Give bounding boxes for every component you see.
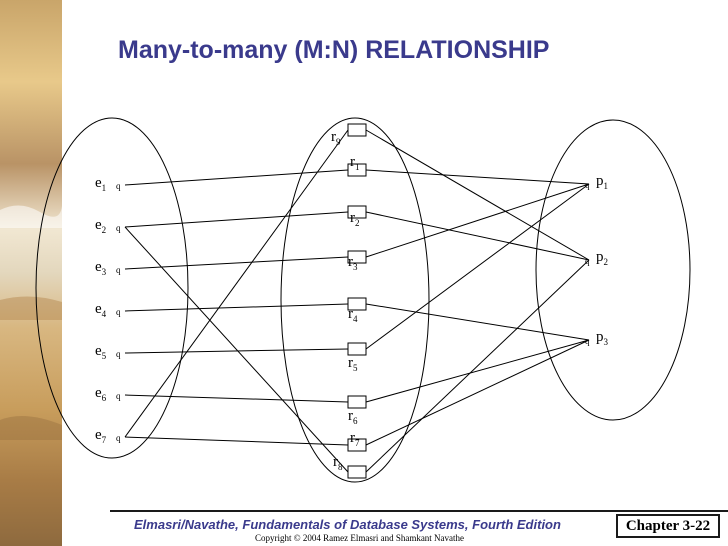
entity-label-e6: e6	[95, 385, 107, 403]
relationship-box-r3	[347, 250, 367, 264]
link-line-r3-p1	[365, 183, 590, 258]
right-entity-set-oval	[535, 119, 691, 421]
relationship-box-r6	[347, 395, 367, 409]
entity-label-p2: p2	[596, 249, 608, 267]
footer-copyright: Copyright © 2004 Ramez Elmasri and Shamk…	[255, 533, 465, 543]
relationship-label-r6: r6	[348, 408, 358, 426]
entity-label-e1: e1	[95, 175, 106, 193]
link-line-r8-p2	[365, 259, 590, 473]
entity-bullet: q	[585, 336, 590, 346]
entity-bullet: q	[585, 256, 590, 266]
background-photo	[0, 0, 62, 546]
entity-bullet: q	[116, 265, 121, 275]
footer-divider	[110, 510, 728, 512]
link-line-e7-r9	[124, 129, 349, 438]
entity-label-p1: p1	[596, 173, 608, 191]
diagram-labels: e1 q e2 q e3 q e4 q e5 q e6 q e7 q q p1 q p2 q p3 r9 r1 r2 r3 r4…	[95, 129, 609, 472]
relationship-label-r4: r4	[348, 306, 358, 324]
entity-bullet: q	[116, 223, 121, 233]
relationship-label-r8: r8	[333, 454, 343, 472]
relationship-label-r5: r5	[348, 355, 358, 373]
relationship-box-r7	[347, 438, 367, 452]
link-line-r2-p2	[365, 211, 590, 261]
relationship-box-r9	[347, 123, 367, 137]
entity-bullet: q	[116, 181, 121, 191]
connection-lines	[124, 129, 590, 473]
link-line-r9-p2	[365, 129, 590, 261]
background-photo-strip	[0, 0, 62, 546]
link-line-r4-p3	[365, 303, 590, 341]
relationship-box-r5	[347, 342, 367, 356]
link-line-r6-p3	[365, 339, 590, 403]
entity-bullet: q	[116, 433, 121, 443]
link-line-r1-p1	[365, 169, 590, 185]
left-entity-set-oval	[35, 117, 189, 459]
footer-book-title: Elmasri/Navathe, Fundamentals of Databas…	[134, 517, 561, 532]
link-line-e7-r7	[124, 436, 349, 446]
slide-title: Many-to-many (M:N) RELATIONSHIP	[118, 36, 550, 64]
entity-bullet: q	[116, 307, 121, 317]
link-line-e5-r5	[124, 348, 349, 354]
relationship-label-r7: r7	[350, 430, 360, 448]
relationship-box-r1	[347, 163, 367, 177]
entity-label-e2: e2	[95, 217, 106, 235]
relationship-set-oval	[280, 117, 430, 483]
relationship-box-r4	[347, 297, 367, 311]
link-line-r5-p1	[365, 183, 590, 350]
link-line-e4-r4	[124, 303, 349, 312]
entity-label-e7: e7	[95, 427, 107, 445]
link-line-e2-r8	[124, 226, 349, 473]
relationship-instance-boxes	[347, 123, 367, 479]
entity-bullet: q	[585, 180, 590, 190]
entity-label-e4: e4	[95, 301, 107, 319]
link-line-e1-r1	[124, 169, 349, 186]
chapter-badge: Chapter 3-22	[616, 514, 720, 538]
relationship-label-r1: r1	[350, 154, 360, 172]
entity-label-p3: p3	[596, 329, 609, 347]
mn-relationship-diagram: e1 q e2 q e3 q e4 q e5 q e6 q e7 q q p1 q p2 q p3 r9 r1 r2 r3 r4…	[35, 117, 691, 483]
entity-label-e5: e5	[95, 343, 107, 361]
relationship-box-r8	[347, 465, 367, 479]
entity-bullet: q	[116, 391, 121, 401]
relationship-box-r2	[347, 205, 367, 219]
link-line-e3-r3	[124, 256, 349, 270]
entity-label-e3: e3	[95, 259, 107, 277]
link-line-e2-r2	[124, 211, 349, 228]
relationship-label-r9: r9	[331, 129, 341, 147]
link-line-r7-p3	[365, 339, 590, 446]
relationship-label-r3: r3	[348, 254, 358, 272]
link-line-e6-r6	[124, 394, 349, 403]
relationship-label-r2: r2	[350, 210, 360, 228]
entity-bullet: q	[116, 349, 121, 359]
